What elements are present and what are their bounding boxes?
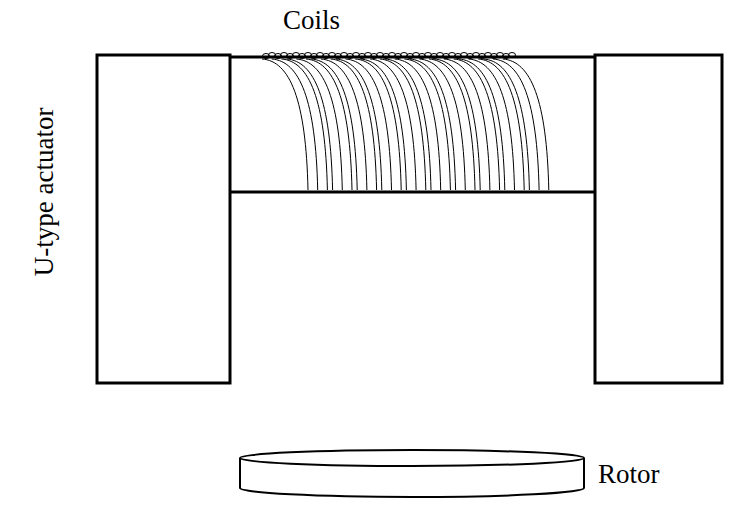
coil-turn xyxy=(360,59,406,190)
coil-turn xyxy=(469,59,515,190)
coil-turn xyxy=(311,59,357,190)
coil-turn xyxy=(287,59,333,190)
coil-turn xyxy=(306,59,352,190)
coil-turn xyxy=(478,59,524,190)
coil-turn xyxy=(434,59,480,190)
coil-turn xyxy=(444,59,490,190)
coil-turn xyxy=(380,59,426,190)
coil-turn xyxy=(336,59,382,190)
coil-turn xyxy=(395,59,441,190)
coil-turn xyxy=(483,59,529,190)
coil-turn xyxy=(429,59,475,190)
coil-turn xyxy=(454,59,500,190)
coil-turn xyxy=(346,59,392,190)
coil-turn xyxy=(385,59,431,190)
coil-turn xyxy=(296,59,342,190)
coil-turn xyxy=(459,59,505,190)
coil-loop xyxy=(509,53,516,58)
coil-turn xyxy=(281,59,327,190)
coil-turn xyxy=(262,59,308,190)
coil-turn xyxy=(321,59,367,190)
coil-turn xyxy=(355,59,401,190)
coil-turn xyxy=(404,59,450,190)
coil-windings xyxy=(262,53,549,191)
coil-turn xyxy=(503,59,549,190)
coil-turn xyxy=(370,59,416,190)
right-leg xyxy=(595,55,722,383)
coil-turn xyxy=(493,59,539,190)
part-label: Coils xyxy=(283,6,340,36)
coil-turn xyxy=(410,59,456,190)
rotor-disc xyxy=(240,450,584,497)
coil-turn xyxy=(419,59,465,190)
coil-turn xyxy=(331,59,377,190)
coil-turn xyxy=(272,59,318,190)
bar-bottom xyxy=(230,191,595,194)
left-leg xyxy=(97,55,230,383)
part-label: Rotor xyxy=(598,460,660,490)
part-label: U-type actuator xyxy=(30,108,60,277)
